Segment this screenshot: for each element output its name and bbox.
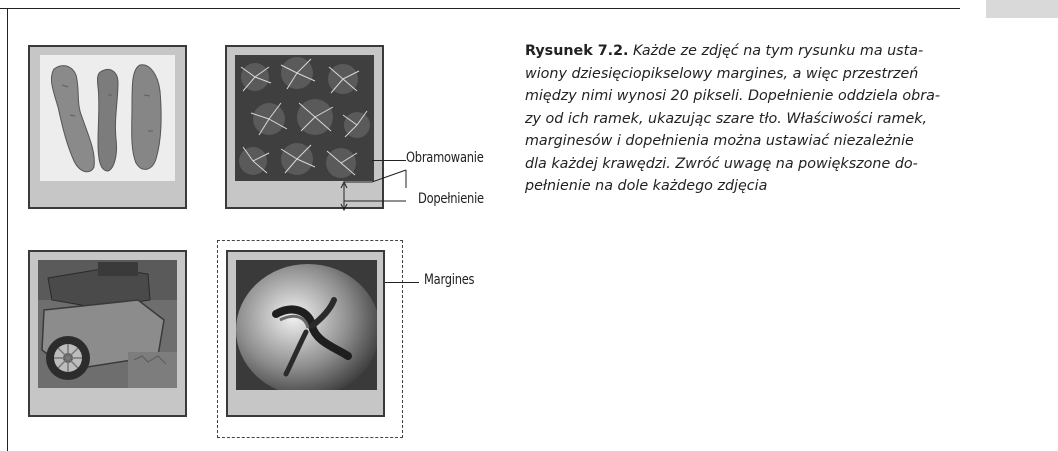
photo-image: [40, 55, 175, 181]
caption-line: wiony dziesięciopikselowy margines, a wi…: [525, 65, 919, 82]
figure-caption: Rysunek 7.2. Każde ze zdjęć na tym rysun…: [525, 40, 1025, 198]
photo-image: [38, 260, 177, 388]
photo-sweet-potatoes: [28, 45, 187, 209]
callout-line-border: [372, 160, 406, 161]
callout-connector: [340, 169, 407, 212]
page-corner-tab: [986, 0, 1058, 18]
page-top-rule: [0, 8, 960, 9]
caption-line: między nimi wynosi 20 pikseli. Dopełnien…: [525, 88, 941, 104]
callout-border-label: Obramowanie: [406, 150, 484, 166]
caption-line: dla każdej krawędzi. Zwróć uwagę na powi…: [525, 155, 918, 172]
caption-line: Każde ze zdjęć na tym rysunku ma usta-: [633, 43, 924, 59]
margin-outline: [217, 240, 403, 438]
photo-image: [236, 260, 377, 390]
figure-title: Rysunek 7.2.: [525, 43, 629, 59]
photo-image: [235, 55, 374, 181]
photo-bell-pepper: [226, 250, 385, 417]
callout-padding-label: Dopełnienie: [418, 191, 484, 207]
caption-line: marginesów i dopełnienia można ustawiać …: [525, 133, 914, 149]
photo-cactus: [225, 45, 384, 209]
caption-line: zy od ich ramek, ukazując szare tło. Wła…: [525, 110, 928, 127]
callout-line-margin: [385, 282, 419, 283]
page-left-rule: [7, 8, 8, 451]
caption-line: pełnienie na dole każdego zdjęcia: [525, 178, 768, 194]
photo-lawn-mower: [28, 250, 187, 417]
callout-margin-label: Margines: [424, 272, 475, 288]
